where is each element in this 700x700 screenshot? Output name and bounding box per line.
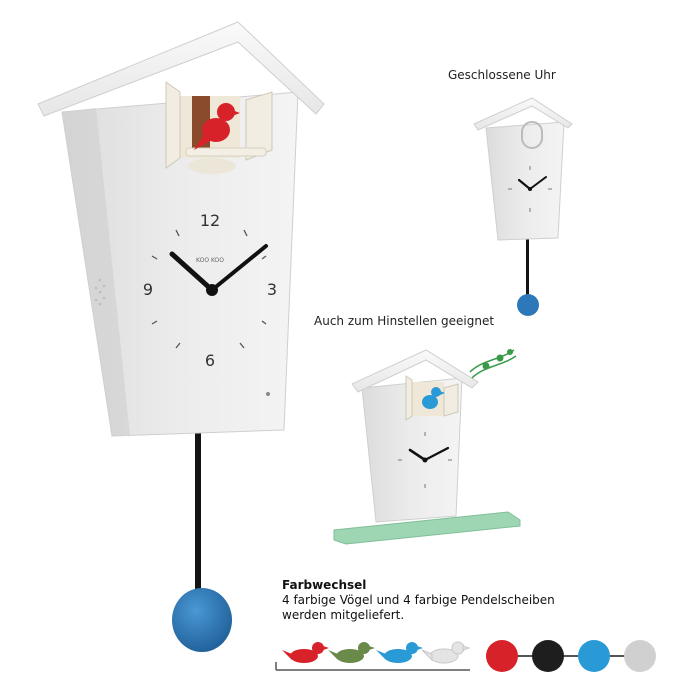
clock-logo: KOO KOO — [196, 257, 224, 264]
music-notes-icon — [469, 349, 517, 379]
minute-hand — [210, 244, 268, 292]
disc-red — [486, 640, 518, 672]
color-change-description: 4 farbige Vögel und 4 farbige Pendelsche… — [282, 593, 555, 622]
caption-standing-clock: Auch zum Hinstellen geeignet — [314, 314, 495, 328]
main-dial: 12 3 6 9 KOO KOO — [143, 211, 277, 396]
cuckoo-door-left — [165, 81, 181, 169]
closed-clock-pendulum-disc — [517, 294, 539, 316]
red-bird — [194, 103, 240, 150]
bird-green — [328, 642, 375, 663]
color-change-title: Farbwechsel — [282, 578, 367, 592]
blue-bird — [422, 387, 445, 409]
bird-red — [282, 642, 329, 663]
standing-clock-roof — [351, 349, 479, 393]
cuckoo-door-right — [245, 91, 273, 161]
main-clock-roof — [37, 21, 325, 117]
main-pendulum-disc — [172, 588, 232, 652]
bird-blue — [376, 642, 423, 663]
standing-base — [333, 511, 521, 545]
bird-accessories — [275, 641, 471, 671]
disc-blue — [578, 640, 610, 672]
caption-closed-clock: Geschlossene Uhr — [448, 68, 556, 82]
dial-number-9: 9 — [143, 280, 153, 299]
closed-clock-body — [485, 121, 565, 241]
closed-clock-roof — [473, 97, 573, 131]
pendulum-disc-accessories — [486, 640, 656, 672]
main-clock: 12 3 6 9 KOO KOO — [37, 21, 325, 652]
disc-grey — [624, 640, 656, 672]
disc-black — [532, 640, 564, 672]
hour-hand — [169, 251, 215, 293]
dial-number-12: 12 — [200, 211, 220, 230]
main-pendulum-rod — [195, 432, 201, 600]
speaker-holes — [94, 278, 106, 306]
standing-clock — [333, 349, 521, 545]
dial-number-3: 3 — [267, 280, 277, 299]
closed-clock — [473, 97, 573, 316]
dial-number-6: 6 — [205, 351, 215, 370]
bird-white — [421, 641, 471, 664]
